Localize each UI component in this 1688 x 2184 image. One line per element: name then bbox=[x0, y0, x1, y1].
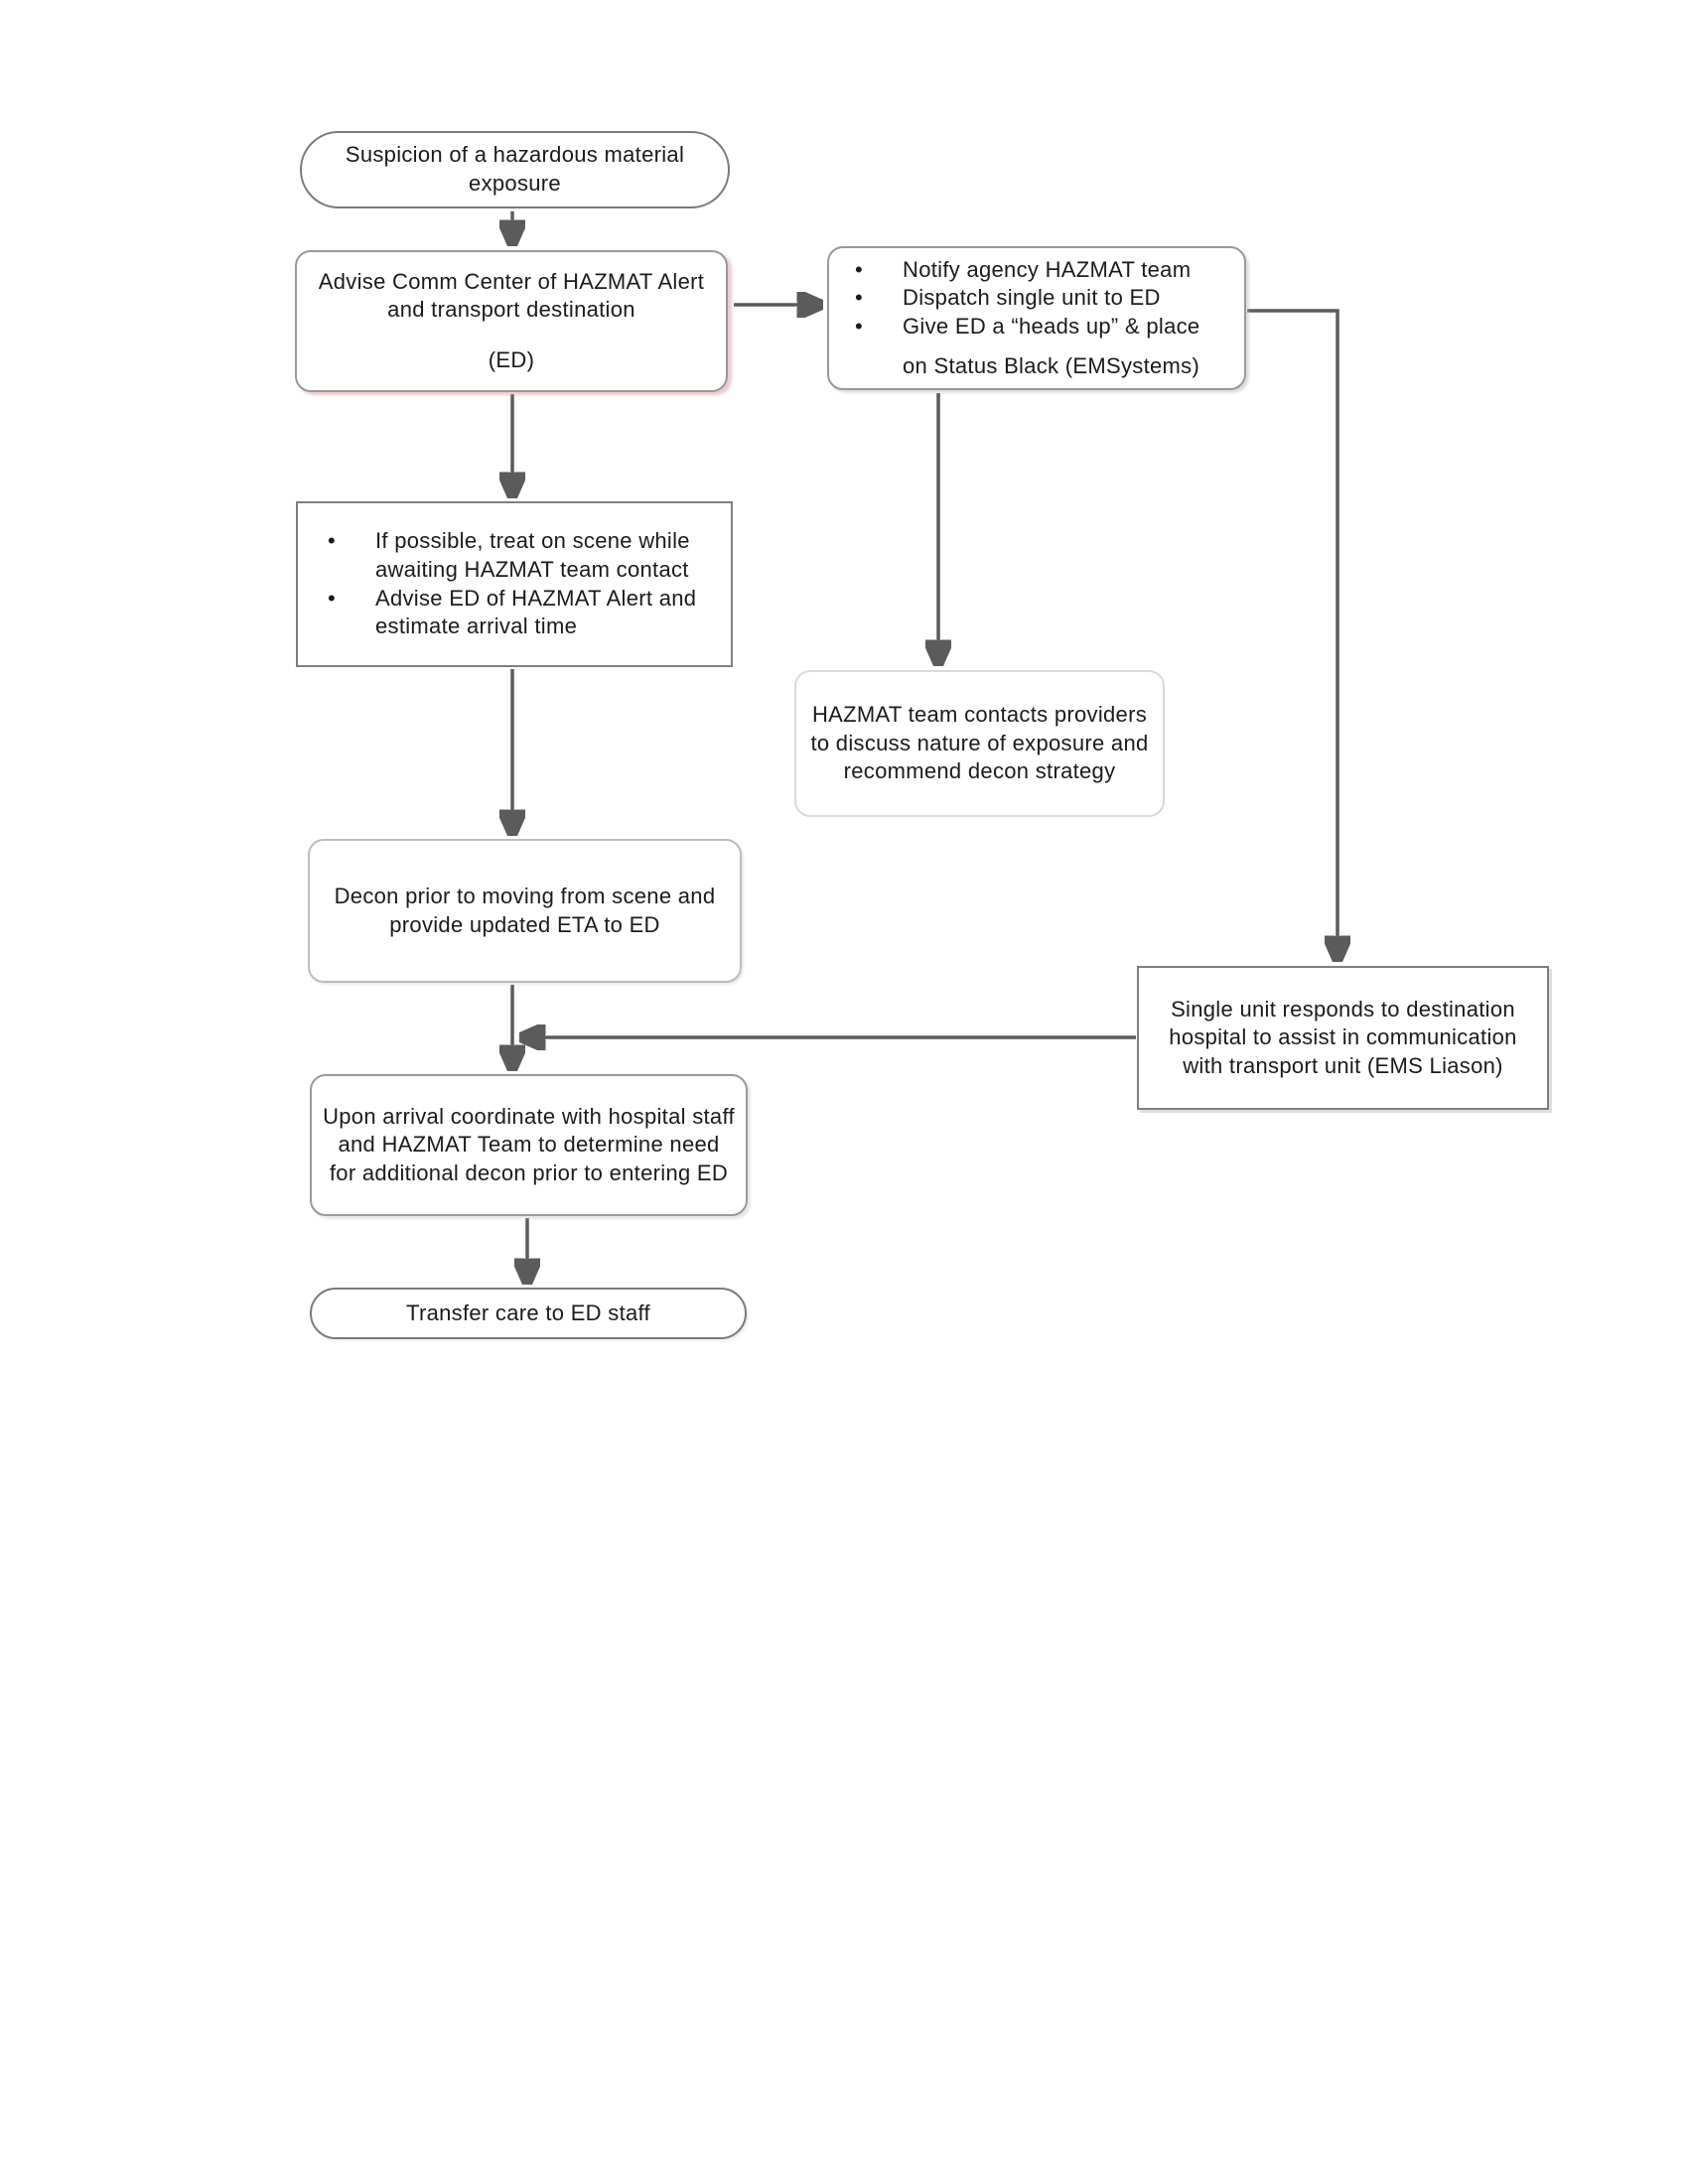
list-item: • Notify agency HAZMAT team bbox=[829, 256, 1244, 285]
bullet-icon: • bbox=[855, 314, 864, 339]
node-hazmat-contacts-text: HAZMAT team contacts providers to discus… bbox=[810, 702, 1149, 784]
list-item-text: Advise ED of HAZMAT Alert and estimate a… bbox=[375, 585, 697, 639]
node-hazmat-team-contacts: HAZMAT team contacts providers to discus… bbox=[794, 670, 1165, 817]
list-item: • Dispatch single unit to ED bbox=[829, 284, 1244, 313]
node-suspicion-text: Suspicion of a hazardous material exposu… bbox=[345, 142, 685, 196]
list-item: • Advise ED of HAZMAT Alert and estimate… bbox=[298, 585, 731, 641]
node-treat-on-scene: • If possible, treat on scene while awai… bbox=[296, 501, 733, 667]
list-item-continuation: on Status Black (EMSystems) bbox=[903, 352, 1200, 378]
bullet-icon: • bbox=[328, 585, 337, 611]
node-decon-prior-moving: Decon prior to moving from scene and pro… bbox=[308, 839, 742, 983]
node-upon-arrival-text: Upon arrival coordinate with hospital st… bbox=[323, 1103, 735, 1185]
node-transfer-care: Transfer care to ED staff bbox=[310, 1288, 747, 1339]
node-advise-text: Advise Comm Center of HAZMAT Alert and t… bbox=[318, 268, 705, 323]
node-notify-agency-hazmat: • Notify agency HAZMAT team • Dispatch s… bbox=[827, 246, 1246, 390]
node-suspicion-of-exposure: Suspicion of a hazardous material exposu… bbox=[300, 131, 730, 208]
node-transfer-text: Transfer care to ED staff bbox=[406, 1299, 650, 1325]
list-item-text: If possible, treat on scene while awaiti… bbox=[375, 528, 690, 582]
list-item-text: Give ED a “heads up” & place bbox=[903, 314, 1200, 339]
node-single-unit-responds: Single unit responds to destination hosp… bbox=[1137, 966, 1549, 1110]
list-item: • If possible, treat on scene while awai… bbox=[298, 527, 731, 584]
arrow-notify-to-single-unit-elbow bbox=[1247, 309, 1337, 958]
bullet-icon: • bbox=[855, 256, 864, 282]
list-item: • Give ED a “heads up” & place bbox=[829, 313, 1244, 341]
bullet-icon: • bbox=[328, 528, 337, 554]
list-item-text: Notify agency HAZMAT team bbox=[903, 256, 1192, 282]
node-decon-text: Decon prior to moving from scene and pro… bbox=[334, 883, 716, 937]
bullet-icon: • bbox=[855, 285, 864, 311]
node-advise-ed-label: (ED) bbox=[488, 346, 535, 372]
node-advise-comm-center: Advise Comm Center of HAZMAT Alert and t… bbox=[295, 250, 728, 392]
list-item-text: Dispatch single unit to ED bbox=[903, 285, 1161, 311]
node-upon-arrival-coordinate: Upon arrival coordinate with hospital st… bbox=[310, 1074, 748, 1216]
node-single-unit-text: Single unit responds to destination hosp… bbox=[1169, 996, 1517, 1078]
